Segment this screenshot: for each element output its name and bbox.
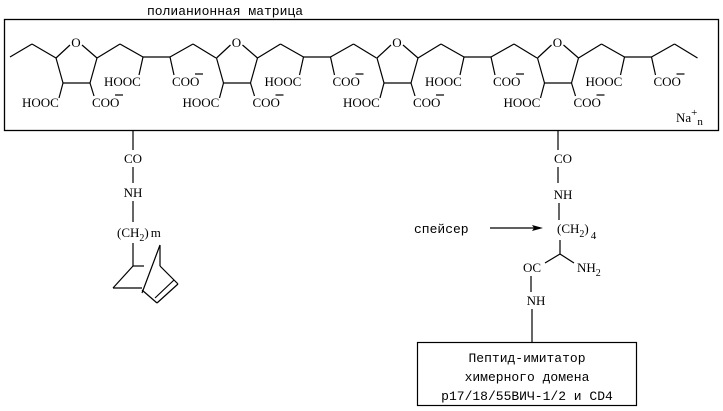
chain-substituent-bond xyxy=(138,56,144,76)
ring-acid-label: HOOC xyxy=(22,95,59,110)
ring-oxygen: O xyxy=(232,35,241,50)
chain-bond xyxy=(490,43,515,58)
chain-substituent-bond xyxy=(169,56,175,76)
chain-end-bond xyxy=(9,43,33,58)
ring-substituent-bond xyxy=(58,82,64,99)
chain-bond xyxy=(169,43,194,58)
ring-substituent-bond xyxy=(218,82,225,99)
ring-bond xyxy=(402,44,419,59)
ring-bond xyxy=(242,44,258,59)
chain-acid-label: HOOC xyxy=(586,74,623,89)
ring-substituent-bond xyxy=(570,82,577,97)
peptide-line-3: p17/18/55ВИЧ-1/2 и CD4 xyxy=(441,389,613,404)
ring-substituent-bond xyxy=(410,82,416,97)
ring-oxygen: O xyxy=(71,35,80,50)
chain-bond xyxy=(353,43,377,59)
chain-substituent-bond xyxy=(619,56,626,76)
ring-bond xyxy=(89,57,98,84)
chain-bond xyxy=(280,43,304,58)
counterion-label: Na+n xyxy=(676,107,703,128)
norbornene-icon xyxy=(112,243,179,304)
chain-bond xyxy=(578,43,602,59)
ring-bond xyxy=(410,57,419,84)
chain-anion-label: COO xyxy=(493,74,520,89)
ring-acid-label: HOOC xyxy=(183,95,220,110)
chain-acid-label: HOOC xyxy=(265,74,302,89)
spacer-label: спейсер xyxy=(414,222,469,237)
chain-bond xyxy=(192,43,217,59)
matrix-box xyxy=(3,18,720,132)
right-carbonyl-2: OC xyxy=(523,260,541,275)
chain-end-bond xyxy=(31,43,57,59)
peptide-line-1: Пептид-имитатор xyxy=(468,351,585,366)
right-methylene: (CH2)4 xyxy=(557,221,597,242)
ring-bond xyxy=(537,44,552,59)
arrow-head-icon xyxy=(532,225,543,231)
ring-substituent-bond xyxy=(379,82,385,99)
ring-bond xyxy=(376,57,385,84)
ring-bond xyxy=(376,44,392,59)
ring-oxygen: O xyxy=(553,35,562,50)
right-carbonyl: CO xyxy=(554,151,572,166)
chain-bond xyxy=(417,43,442,59)
chain-acid-label: HOOC xyxy=(425,74,462,89)
chain-anion-label: COO xyxy=(333,74,360,89)
peptide-line-2: химерного домена xyxy=(465,370,590,385)
ring-anion-label: COO xyxy=(574,95,601,110)
ring-substituent-bond xyxy=(539,82,546,99)
right-amine: NH2 xyxy=(577,260,601,279)
matrix-title: полианионная матрица xyxy=(147,4,303,19)
ring-anion-label: COO xyxy=(253,95,280,110)
right-amide-2: NH xyxy=(527,293,546,308)
chain-substituent-bond xyxy=(459,56,465,76)
chain-bond xyxy=(119,43,144,58)
chain-bond xyxy=(330,43,354,58)
chain-substituent-bond xyxy=(298,56,305,76)
ring-acid-label: HOOC xyxy=(343,95,380,110)
ring-anion-label: COO xyxy=(413,95,440,110)
ring-anion-label: COO xyxy=(92,95,119,110)
chain-bond xyxy=(513,43,538,59)
ring-bond xyxy=(570,57,580,84)
ring-substituent-bond xyxy=(89,82,95,97)
ring-substituent-bond xyxy=(249,82,256,97)
left-methylene: (CH2)m xyxy=(117,225,161,244)
ring-bond xyxy=(249,57,259,84)
right-bond-6 xyxy=(559,253,575,264)
chain-end-bond xyxy=(651,43,675,58)
chain-bond xyxy=(257,43,281,59)
chain-bond xyxy=(440,43,465,58)
ring-bond xyxy=(536,57,546,84)
ring-bond xyxy=(81,44,98,59)
chain-end-bond xyxy=(674,43,698,59)
ring-oxygen: O xyxy=(392,35,401,50)
ring-bond xyxy=(563,44,579,59)
right-bond-5 xyxy=(544,253,561,264)
ring-bond xyxy=(216,44,231,59)
chain-bond xyxy=(96,43,121,59)
ring-bond xyxy=(215,57,225,84)
chain-substituent-bond xyxy=(329,56,336,76)
chain-anion-label: COO xyxy=(654,74,681,89)
ring-bond xyxy=(55,57,64,84)
chain-acid-label: HOOC xyxy=(104,74,141,89)
ring-bond xyxy=(55,44,71,59)
left-amide: NH xyxy=(124,185,143,200)
right-amide: NH xyxy=(554,187,573,202)
ring-acid-label: HOOC xyxy=(504,95,541,110)
left-carbonyl: CO xyxy=(124,151,142,166)
chain-bond xyxy=(601,43,625,58)
chain-substituent-bond xyxy=(650,56,657,76)
chain-substituent-bond xyxy=(490,56,496,76)
chain-anion-label: COO xyxy=(172,74,199,89)
polymer-chain: O HOOC COO HOOC COO O HOOC COO HOOC COO O HOOC COO HO… xyxy=(9,35,698,110)
peptide-box xyxy=(416,341,638,407)
